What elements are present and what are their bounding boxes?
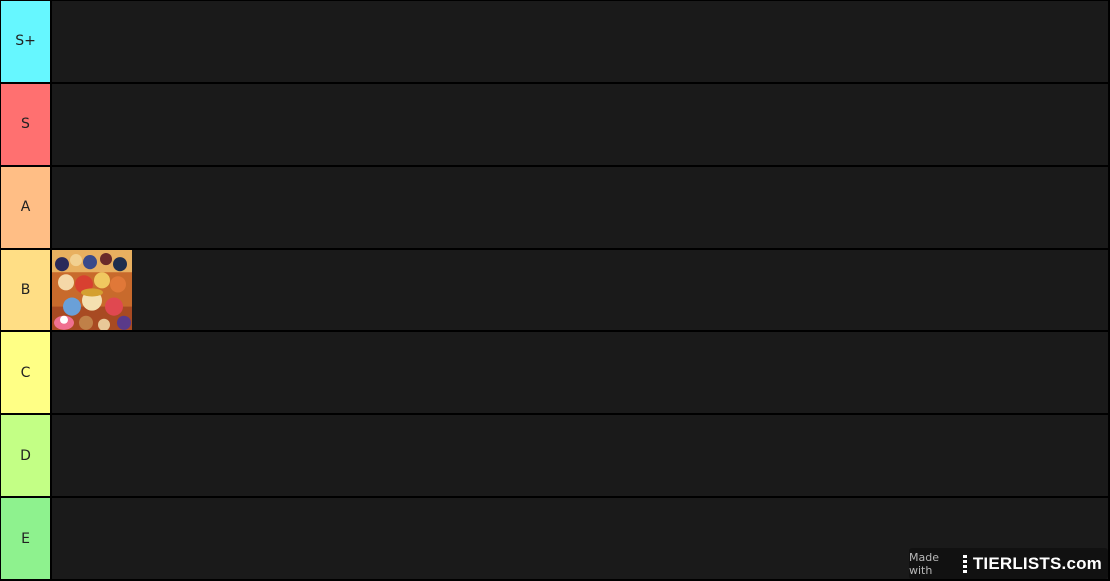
tier-row-s-plus: S+ xyxy=(1,1,1108,82)
tierlists-logo-icon xyxy=(963,554,967,573)
watermark-brand: TIERLISTS.com xyxy=(972,553,1102,573)
tier-items-b[interactable] xyxy=(52,249,1108,331)
tier-items-c[interactable] xyxy=(52,332,1108,414)
tier-items-s-plus[interactable] xyxy=(52,1,1108,82)
tier-label-d[interactable]: D xyxy=(1,415,50,497)
tierlists-watermark[interactable]: Made with TIERLISTS.com xyxy=(909,548,1108,579)
tier-item-image[interactable] xyxy=(52,249,132,331)
watermark-made-with: Made with xyxy=(909,550,939,577)
tier-label-s-plus[interactable]: S+ xyxy=(1,1,50,82)
tier-row-s: S xyxy=(1,83,1108,165)
tier-row-b: B xyxy=(1,249,1108,331)
tier-row-d: D xyxy=(1,415,1108,497)
tier-label-e[interactable]: E xyxy=(1,498,50,580)
tier-row-a: A xyxy=(1,166,1108,248)
tier-items-a[interactable] xyxy=(52,166,1108,248)
tier-label-b[interactable]: B xyxy=(1,249,50,331)
tier-row-c: C xyxy=(1,332,1108,414)
tier-label-c[interactable]: C xyxy=(1,332,50,414)
tier-items-d[interactable] xyxy=(52,415,1108,497)
tier-items-s[interactable] xyxy=(52,83,1108,165)
tier-label-a[interactable]: A xyxy=(1,166,50,248)
tier-label-s[interactable]: S xyxy=(1,83,50,165)
